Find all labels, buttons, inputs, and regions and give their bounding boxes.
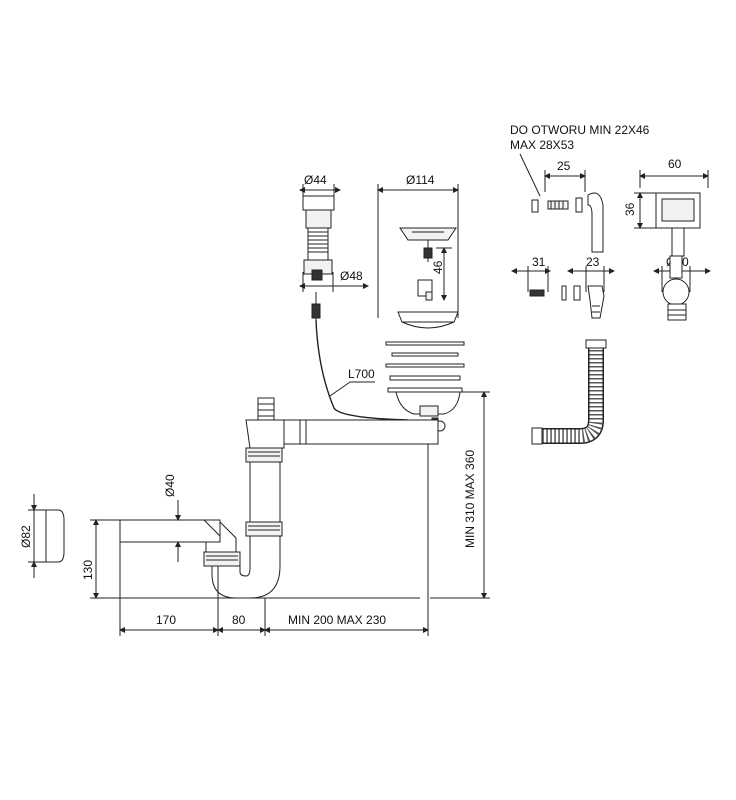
dim-170-label: 170 [156, 613, 176, 627]
popup-knob-assembly: Ø44 Ø48 [299, 173, 369, 320]
popup-cable-l700: L700 [315, 319, 409, 421]
dim-31-label: 31 [532, 255, 546, 269]
dim-width-range-label: MIN 200 MAX 230 [288, 613, 386, 627]
dim-25-label: 25 [557, 159, 571, 173]
overflow-outlet-front: 60 36 [623, 157, 709, 257]
dim-23-label: 23 [586, 255, 600, 269]
dim-80-label: 80 [232, 613, 246, 627]
dim-d40-side-label: Ø40 [163, 474, 177, 497]
hole-note-leader [519, 153, 541, 197]
height-130-dimension: 130 [81, 519, 420, 599]
dim-130-label: 130 [81, 560, 95, 580]
dim-d114-label: Ø114 [406, 173, 435, 187]
overflow-elbow [587, 192, 604, 253]
main-siphon-body [119, 391, 461, 599]
dim-d82-label: Ø82 [19, 525, 33, 548]
wall-rosette-d82: Ø82 [19, 494, 65, 578]
dim-d44-label: Ø44 [304, 173, 327, 187]
overflow-hole-note: DO OTWORU MIN 22X46 MAX 28X53 [510, 123, 650, 197]
hole-note-line2: MAX 28X53 [510, 138, 574, 152]
height-range-dimension: MIN 310 MAX 360 [430, 391, 490, 599]
flexible-overflow-hose [531, 339, 607, 445]
dim-l700-label: L700 [348, 367, 375, 381]
dim-height-range-label: MIN 310 MAX 360 [463, 450, 477, 548]
basket-strainer-assembly: Ø114 46 [377, 173, 465, 393]
overflow-cover-dimension-25: 25 [544, 159, 586, 192]
dim-36-label: 36 [623, 202, 637, 216]
bottom-width-dimensions: 170 80 MIN 200 MAX 230 [119, 444, 429, 636]
dim-60-label: 60 [668, 157, 682, 171]
overflow-screw-parts [531, 197, 583, 213]
overflow-connector-detail: 31 23 Ø40 [511, 255, 711, 321]
hole-note-line1: DO OTWORU MIN 22X46 [510, 123, 650, 137]
dim-46-label: 46 [431, 260, 445, 274]
dim-d48-label: Ø48 [340, 269, 363, 283]
side-pipe-d40-dimension: Ø40 [163, 474, 181, 562]
